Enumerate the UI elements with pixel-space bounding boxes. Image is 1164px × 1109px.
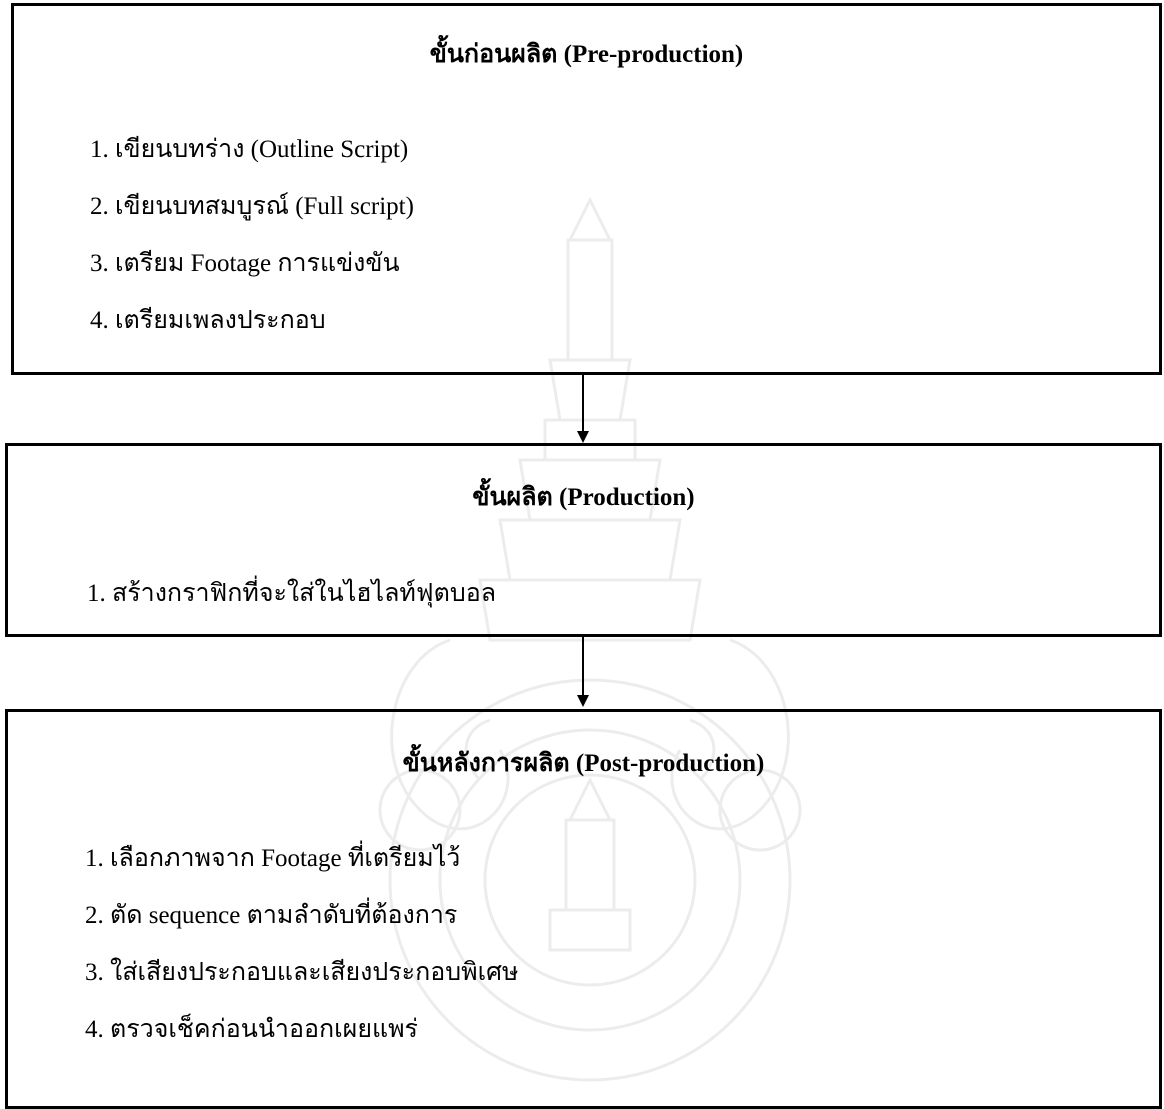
stage-pre-production-box: ขั้นก่อนผลิต (Pre-production) 1. เขียนบท… bbox=[11, 3, 1162, 375]
flow-arrow-head bbox=[577, 431, 589, 443]
list-item: 3. เตรียม Footage การแข่งขัน bbox=[90, 250, 400, 277]
list-item: 4. เตรียมเพลงประกอบ bbox=[90, 307, 326, 334]
stage-title: ขั้นหลังการผลิต (Post-production) bbox=[402, 750, 765, 777]
stage-post-production-box: ขั้นหลังการผลิต (Post-production) 1. เลื… bbox=[5, 709, 1162, 1109]
stage-title: ขั้นก่อนผลิต (Pre-production) bbox=[429, 41, 744, 68]
list-item: 1. เลือกภาพจาก Footage ที่เตรียมไว้ bbox=[85, 845, 461, 872]
list-item: 3. ใส่เสียงประกอบและเสียงประกอบพิเศษ bbox=[85, 959, 519, 986]
list-item: 1. เขียนบทร่าง (Outline Script) bbox=[90, 136, 409, 163]
flow-arrow-head bbox=[577, 695, 589, 707]
list-item: 4. ตรวจเช็คก่อนนำออกเผยแพร่ bbox=[85, 1016, 418, 1043]
stage-title: ขั้นผลิต (Production) bbox=[472, 484, 695, 511]
flow-arrow-line bbox=[582, 375, 584, 431]
stage-production-box: ขั้นผลิต (Production) 1. สร้างกราฟิกที่จ… bbox=[5, 443, 1162, 637]
list-item: 2. ตัด sequence ตามลำดับที่ต้องการ bbox=[85, 902, 458, 929]
list-item: 2. เขียนบทสมบูรณ์ (Full script) bbox=[90, 193, 414, 220]
flow-arrow-line bbox=[582, 637, 584, 695]
list-item: 1. สร้างกราฟิกที่จะใส่ในไฮไลท์ฟุตบอล bbox=[87, 580, 497, 607]
